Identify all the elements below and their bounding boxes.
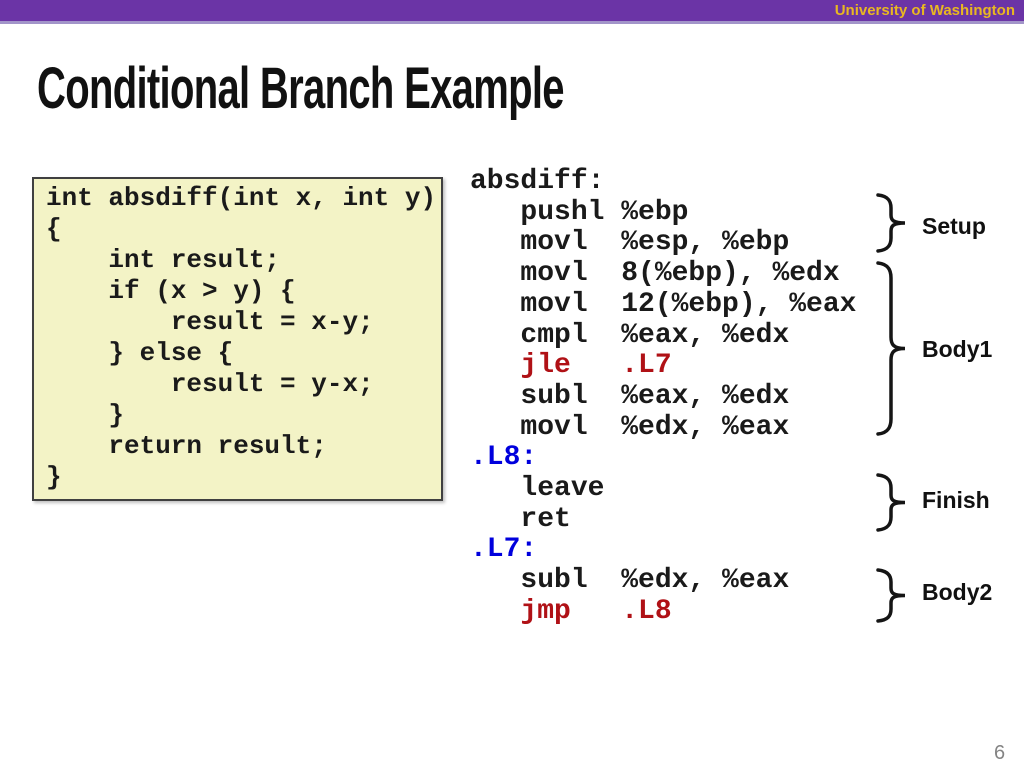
finish-brace <box>876 473 906 532</box>
asm-line-l8-label: .L8: <box>470 442 538 474</box>
asm-line-movl-esp: movl %esp, %ebp <box>470 227 790 259</box>
page-number: 6 <box>994 742 1006 764</box>
asm-line-movl-8: movl 8(%ebp), %edx <box>470 258 840 290</box>
setup-brace <box>876 193 906 253</box>
asm-line-jle: jle .L7 <box>470 350 672 382</box>
finish-label: Finish <box>922 487 990 513</box>
assembly-listing: absdiff: pushl %ebp movl %esp, %ebp movl… <box>470 166 870 628</box>
c-code-text: int absdiff(int x, int y) { int result; … <box>46 183 437 492</box>
institution-name: University of Washington <box>834 2 1015 19</box>
asm-line-l7-label: .L7: <box>470 534 538 566</box>
asm-line-cmpl: cmpl %eax, %edx <box>470 319 790 351</box>
page-title: Conditional Branch Example <box>37 56 565 121</box>
asm-line-movl-edx: movl %edx, %eax <box>470 411 790 443</box>
body2-label: Body2 <box>922 579 993 605</box>
body1-brace <box>876 261 906 436</box>
c-code-box: int absdiff(int x, int y) { int result; … <box>32 177 443 501</box>
asm-line-movl-12: movl 12(%ebp), %eax <box>470 288 857 320</box>
asm-line-subl-1: subl %eax, %edx <box>470 380 790 412</box>
asm-line-absdiff: absdiff: <box>470 166 605 197</box>
body1-label: Body1 <box>922 336 993 362</box>
setup-label: Setup <box>922 213 986 239</box>
asm-line-subl-2: subl %edx, %eax <box>470 565 790 597</box>
asm-line-leave: leave <box>470 473 605 505</box>
asm-line-jmp: jmp .L8 <box>470 595 672 627</box>
asm-line-pushl: pushl %ebp <box>470 196 689 228</box>
asm-line-ret: ret <box>470 503 571 535</box>
institution-bar: University of Washington <box>0 0 1024 24</box>
body2-brace <box>876 568 906 623</box>
